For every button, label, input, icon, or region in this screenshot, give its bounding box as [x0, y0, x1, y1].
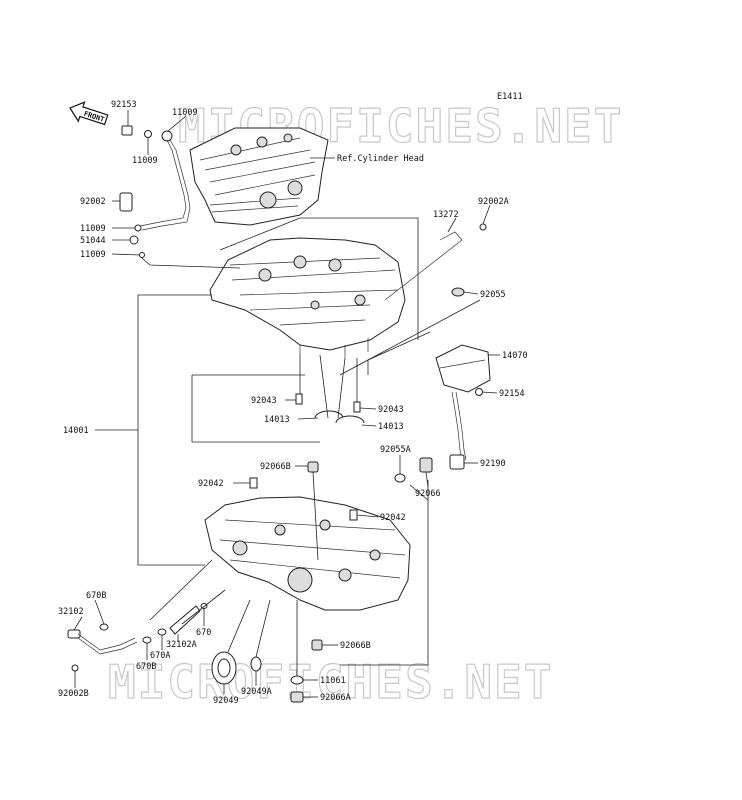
label-92042-b: 92042	[380, 513, 406, 523]
label-11009-b: 11009	[132, 156, 158, 166]
pipe-32102	[67, 629, 138, 672]
oil-seal-92049	[211, 651, 237, 685]
plug-92066B-bottom	[311, 639, 323, 651]
label-670B-top: 670B	[86, 591, 106, 601]
breather-pipe	[119, 125, 191, 258]
plug-92066B-top	[307, 461, 319, 473]
label-11009-a: 11009	[172, 108, 198, 118]
label-14013-b: 14013	[378, 422, 404, 432]
front-arrow-icon: FRONT	[69, 101, 109, 126]
dowel-92043-left	[295, 393, 303, 405]
label-92055: 92055	[480, 290, 506, 300]
dowel-92043-right	[353, 401, 361, 413]
part-labels: 92153 11009 11009 92002 11009 51044 1100…	[58, 100, 528, 706]
label-670A: 670A	[150, 651, 170, 661]
label-92049: 92049	[213, 696, 239, 706]
oring-670B-top	[99, 623, 109, 631]
label-14070: 14070	[502, 351, 528, 361]
plug-92055	[451, 287, 465, 297]
pipe-32102A	[169, 605, 201, 635]
oring-670A	[157, 628, 167, 636]
label-92066B-top: 92066B	[260, 462, 291, 472]
label-11009-d: 11009	[80, 250, 106, 260]
label-92042-a: 92042	[198, 479, 224, 489]
cylinder-head	[189, 127, 329, 226]
label-14001: 14001	[63, 426, 89, 436]
dowel-92042-right	[349, 509, 358, 521]
label-92066B-bottom: 92066B	[340, 641, 371, 651]
dowel-92042-left	[249, 477, 258, 489]
bearing-14013-left	[314, 410, 344, 419]
label-92002B: 92002B	[58, 689, 89, 699]
label-11009-c: 11009	[80, 224, 106, 234]
oring-670	[200, 603, 208, 609]
label-92066: 92066	[415, 489, 441, 499]
plug-92066	[419, 457, 433, 473]
label-92190: 92190	[480, 459, 506, 469]
label-11061: 11061	[320, 676, 346, 686]
ref-cylinder-head: Ref.Cylinder Head	[337, 154, 424, 164]
front-label: FRONT	[83, 110, 106, 124]
assembly-brackets	[95, 217, 481, 666]
oring-92055A	[394, 473, 406, 483]
breather-cover	[435, 344, 491, 470]
oil-seal-92049A	[250, 656, 262, 672]
oring-670B-bottom	[142, 636, 152, 644]
oil-pipe-13272	[384, 223, 487, 301]
label-92153: 92153	[111, 100, 137, 110]
label-32102A: 32102A	[166, 640, 197, 650]
label-670B-bottom: 670B	[136, 662, 156, 672]
label-32102: 32102	[58, 607, 84, 617]
leader-lines	[73, 110, 500, 698]
bearing-14013-right	[335, 415, 365, 424]
label-51044: 51044	[80, 236, 106, 246]
watermark-bottom: MICROFICHES.NET	[108, 655, 553, 709]
upper-crankcase	[209, 237, 406, 358]
label-670: 670	[196, 628, 211, 638]
label-92002A: 92002A	[478, 197, 509, 207]
label-92043-a: 92043	[251, 396, 277, 406]
lower-crankcase	[204, 496, 411, 611]
label-92002: 92002	[80, 197, 106, 207]
bolt-92154	[475, 388, 483, 396]
label-92049A: 92049A	[241, 687, 272, 697]
label-92066A: 92066A	[320, 693, 351, 703]
label-92043-b: 92043	[378, 405, 404, 415]
washer-11061	[290, 675, 304, 685]
label-92154: 92154	[499, 389, 525, 399]
label-14013-a: 14013	[264, 415, 290, 425]
label-92055A: 92055A	[380, 445, 411, 455]
plug-92066A	[290, 691, 304, 703]
label-13272: 13272	[433, 210, 459, 220]
diagram-code: E1411	[497, 92, 523, 102]
